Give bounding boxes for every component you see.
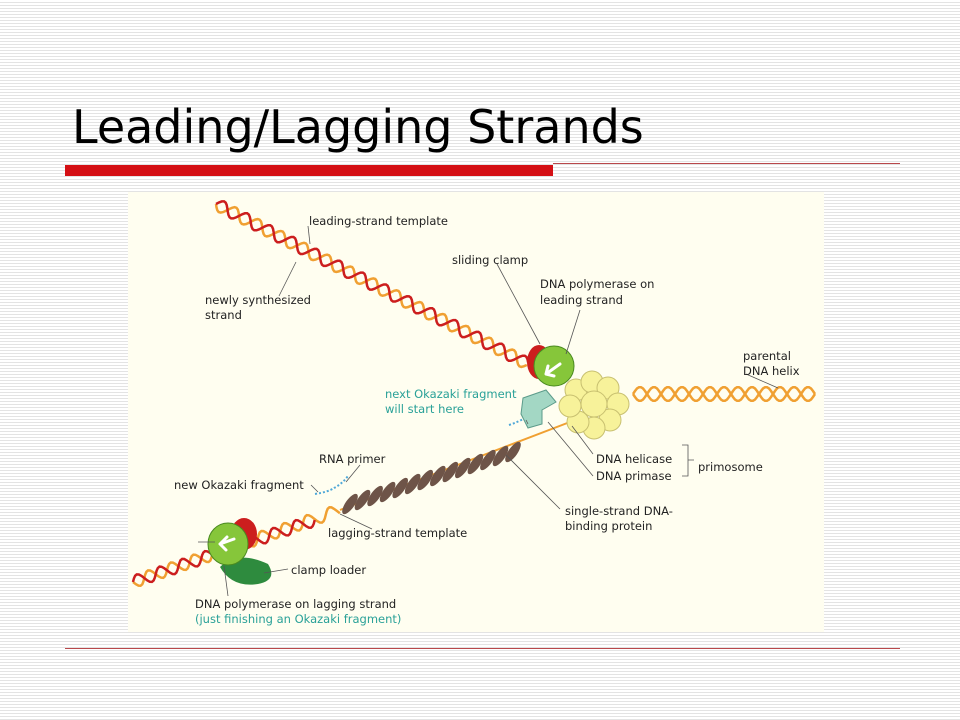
replication-fork-diagram: leading-strand template newly synthesize…: [128, 192, 824, 632]
label-dna-helicase: DNA helicase: [596, 452, 672, 466]
label-pol-leading: DNA polymerase on: [540, 277, 654, 291]
label-next-okazaki: next Okazaki fragment: [385, 387, 517, 401]
label-sliding-clamp: sliding clamp: [452, 253, 528, 267]
leading-strand-template: [214, 203, 528, 369]
label-pol-lagging: DNA polymerase on lagging strand: [195, 597, 396, 611]
slide-title: Leading/Lagging Strands: [72, 100, 644, 154]
parental-strand-a: [631, 385, 817, 403]
helicase-subunit: [580, 390, 608, 418]
label-parental: parental: [743, 349, 791, 363]
label-rna-primer: RNA primer: [319, 452, 386, 466]
label-dna-primase: DNA primase: [596, 469, 672, 483]
parental-dna-helix: [631, 385, 817, 403]
lagging-polymerase-shape: [207, 522, 249, 566]
ssb-protein: [354, 489, 371, 511]
label-leading-strand-template: leading-strand template: [309, 214, 448, 228]
label-clamp-loader: clamp loader: [291, 563, 366, 577]
ssb-protein: [442, 461, 459, 483]
leading-strand-helix: [214, 200, 530, 369]
ssb-protein: [392, 477, 409, 499]
label-ssb: single-strand DNA-: [565, 504, 673, 518]
ssb-protein: [404, 473, 421, 495]
helicase-subunit: [558, 394, 582, 418]
leading-polymerase-complex: [527, 345, 575, 387]
label-new-okazaki-fragment: new Okazaki fragment: [174, 478, 304, 492]
label-pol-leading-2: leading strand: [540, 293, 623, 307]
label-ssb-2: binding protein: [565, 519, 652, 533]
ssb-protein: [379, 481, 396, 503]
label-primosome: primosome: [698, 460, 763, 474]
arrow-icon: [218, 535, 236, 552]
arrow-icon: [544, 362, 562, 378]
lagging-polymerase-complex: [207, 518, 272, 585]
label-pol-lagging-2: (just finishing an Okazaki fragment): [195, 612, 401, 626]
parental-strand-b: [631, 385, 817, 403]
newly-synthesized-strand: [215, 200, 530, 363]
ssb-protein: [367, 485, 383, 507]
ssb-protein: [492, 445, 509, 467]
footer-rule: [65, 648, 900, 649]
ssb-proteins: [342, 441, 521, 515]
rna-primer-lagging: [314, 475, 349, 495]
ssb-protein: [480, 449, 496, 471]
ssb-protein: [429, 465, 446, 487]
ssb-protein: [467, 453, 484, 475]
ssb-protein: [454, 457, 471, 479]
ssb-protein: [342, 493, 358, 515]
label-parental-2: DNA helix: [743, 364, 800, 378]
ssb-protein: [505, 441, 521, 463]
dna-primase-shape: [520, 389, 557, 429]
label-next-okazaki-2: will start here: [385, 402, 464, 416]
title-underline-thin: [553, 163, 900, 164]
rna-primer-next: [508, 417, 526, 426]
label-leader-lines: [198, 225, 779, 597]
label-newly-synthesized-2: strand: [205, 308, 242, 322]
label-lagging-template: lagging-strand template: [328, 526, 467, 540]
label-newly-synthesized: newly synthesized: [205, 293, 311, 307]
title-underline-thick: [65, 165, 553, 176]
dna-helicase-shape: [558, 370, 630, 440]
leading-polymerase-shape: [533, 345, 575, 387]
ssb-protein: [417, 469, 434, 491]
